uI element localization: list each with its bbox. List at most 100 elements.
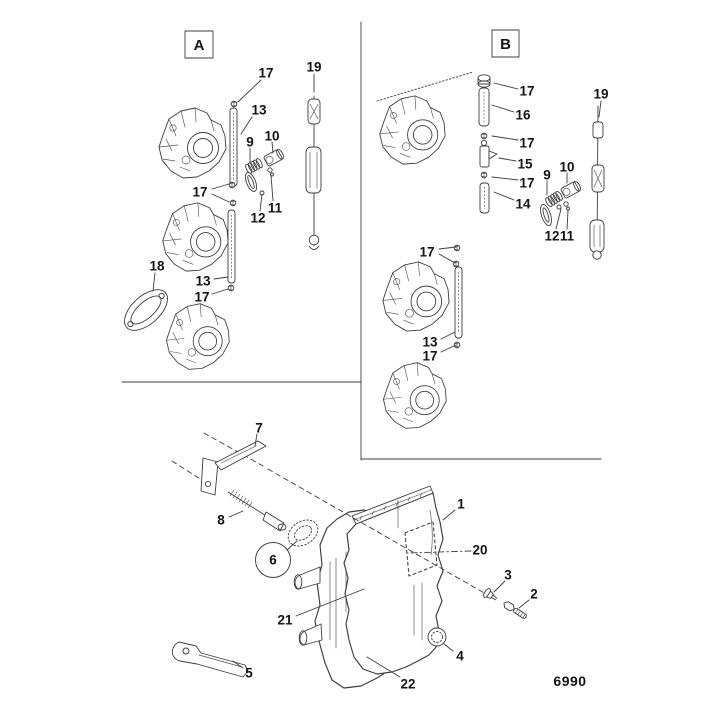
carburetor-b-middle: [382, 261, 450, 332]
callout-leader-line: [438, 246, 457, 250]
screw-3: [483, 588, 498, 601]
part-callout-21: 21: [277, 613, 293, 628]
part-callout-11: 11: [268, 201, 283, 216]
screw-17-icon: [453, 244, 461, 252]
hidden-port-outline: [404, 521, 438, 577]
callout-leader-line: [228, 510, 244, 518]
end-cap-cover-1: [343, 485, 444, 675]
callout-leader-line: [491, 176, 519, 181]
callout-leader-line: [211, 288, 229, 295]
section-label-b: B: [500, 36, 511, 53]
screw-17-icon: [228, 181, 236, 189]
part-callout-22: 22: [400, 677, 415, 692]
part-callout-14: 14: [515, 197, 531, 212]
part-callout-17: 17: [519, 136, 534, 151]
part-callout-18: 18: [149, 259, 165, 274]
projection-line: [376, 71, 474, 102]
projection-line: [203, 432, 264, 467]
screw-17-icon: [452, 260, 460, 268]
screw-17-icon: [230, 100, 238, 108]
part-callout-17: 17: [519, 84, 534, 99]
screw-17-icon: [480, 171, 488, 179]
screw-17-icon: [229, 199, 237, 207]
part-callout-15: 15: [517, 157, 533, 172]
section-b-artwork: [376, 71, 605, 429]
carburetor-a-bottom: [166, 303, 230, 370]
part-callout-17: 17: [519, 176, 534, 191]
part-callout-17: 17: [194, 290, 209, 305]
callout-leader-line: [407, 550, 472, 554]
vertical-linkage-19-a: [305, 95, 322, 250]
carburetor-a-middle: [162, 202, 229, 272]
callout-leader-line: [232, 660, 244, 669]
callout-leader-line: [443, 643, 454, 652]
callout-leader-line: [498, 157, 517, 162]
support-bracket-5: [171, 641, 249, 678]
carburetor-b-top: [379, 95, 446, 165]
callout-leader-line: [211, 183, 230, 190]
callout-leader-line: [211, 193, 230, 203]
section-box-b: [491, 29, 520, 58]
projection-line: [171, 460, 206, 483]
part-callout-13: 13: [251, 103, 267, 118]
carburetor-a-top: [158, 107, 227, 179]
callout-leader-line: [518, 599, 530, 609]
screw-17-icon: [480, 132, 488, 140]
callout-leader-line: [440, 344, 457, 353]
part-callout-16: 16: [515, 108, 531, 123]
link-rod-13-b: [454, 266, 463, 339]
callout-leader-line: [254, 433, 258, 447]
section-label-a: A: [194, 37, 205, 54]
callout-leader-line: [271, 141, 274, 154]
callout-leader-line: [213, 276, 229, 280]
part-callout-11: 11: [560, 229, 575, 244]
part-callout-19: 19: [306, 60, 321, 75]
plate-stub-tube: [294, 566, 321, 590]
part-callout-12: 12: [250, 211, 265, 226]
washer-12-b: [556, 204, 562, 210]
gasket-18: [124, 289, 168, 331]
callout-leader-line: [598, 100, 602, 118]
link-rod-13-a-upper: [229, 107, 238, 187]
part-callout-19: 19: [593, 87, 608, 102]
callout-leader-line: [438, 253, 456, 264]
callout-leader-line: [270, 174, 274, 202]
clip-11-b: [563, 201, 570, 211]
part-callout-17: 17: [258, 66, 273, 81]
part-callout-7: 7: [255, 421, 263, 436]
drawing-number: 6990: [553, 673, 586, 689]
screw-17-icon: [227, 284, 235, 292]
callout-leader-line: [440, 331, 456, 340]
callout-leader-line: [295, 588, 365, 617]
part-callout-10: 10: [264, 129, 279, 144]
part-callout-8: 8: [217, 513, 225, 528]
part-callout-6: 6: [269, 553, 277, 568]
part-callout-17: 17: [422, 349, 437, 364]
projection-line: [267, 468, 487, 595]
callout-leader-line: [493, 580, 506, 593]
callout-leader-line: [493, 191, 515, 201]
section-box-a: [184, 30, 214, 59]
part-callout-13: 13: [195, 274, 211, 289]
link-rod-8: [227, 489, 287, 532]
callout-leader-line: [442, 509, 456, 521]
highlighted-part-marker[interactable]: [255, 542, 291, 578]
bolt-2: [503, 601, 527, 619]
plug-4: [427, 627, 447, 647]
callout-leader-line: [491, 104, 515, 113]
part-callout-9: 9: [246, 135, 254, 150]
part-callout-4: 4: [456, 649, 464, 664]
part-callout-10: 10: [559, 160, 574, 175]
callout-leader-line: [152, 272, 156, 292]
part-callout-2: 2: [530, 587, 538, 602]
part-callout-20: 20: [472, 543, 487, 558]
part-callout-13: 13: [422, 335, 438, 350]
spring-9-a: [244, 158, 263, 192]
part-callout-17: 17: [192, 185, 207, 200]
callout-leader-line: [286, 540, 298, 551]
throttle-cam-10-b: [560, 180, 581, 199]
part-callout-9: 9: [543, 168, 551, 183]
fuel-stack-b: [477, 74, 498, 214]
